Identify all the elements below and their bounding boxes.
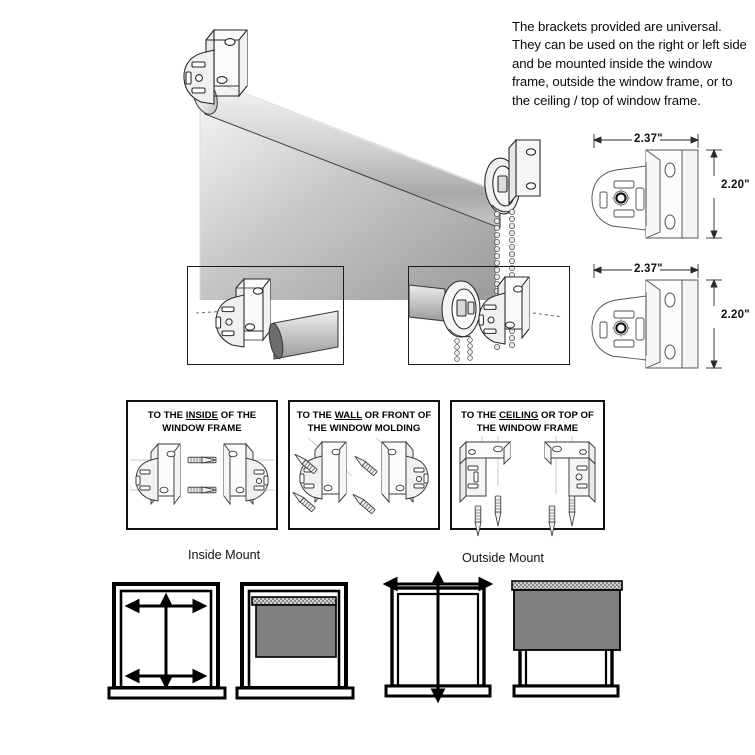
mount-panel-ceiling-title: TO THE CEILING OR TOP OF THE WINDOW FRAM…: [452, 409, 603, 435]
title-line2: WINDOW FRAME: [162, 423, 242, 434]
title-suffix: OF THE: [218, 410, 257, 421]
title-prefix: TO THE: [461, 410, 500, 421]
inside-mount-installed-diagram: [235, 578, 356, 703]
mount-panel-inside-title: TO THE INSIDE OF THE WINDOW FRAME: [128, 409, 276, 435]
bracket-width-label-bottom: 2.37": [634, 263, 663, 275]
bracket-width-label-top: 2.37": [634, 133, 663, 145]
bracket-height-label-bottom: 2.20": [721, 309, 750, 321]
outside-mount-measure-diagram: [378, 570, 498, 704]
inside-mount-label: Inside Mount: [188, 548, 261, 562]
screw-icon: [187, 456, 217, 494]
screw-icon: [474, 495, 576, 537]
title-prefix: TO THE: [147, 410, 186, 421]
outside-mount-label: Outside Mount: [462, 551, 544, 565]
title-line2: THE WINDOW MOLDING: [307, 423, 421, 434]
mount-panel-wall: TO THE WALL OR FRONT OF THE WINDOW MOLDI…: [288, 400, 440, 530]
bracket-height-label-top: 2.20": [721, 179, 750, 191]
detail-callout-idler-end: [187, 266, 344, 365]
mount-panel-ceiling-art: [452, 434, 603, 537]
title-suffix: OR FRONT OF: [361, 410, 432, 421]
mount-panel-inside-art: [128, 434, 276, 526]
title-keyword: INSIDE: [185, 410, 219, 421]
left-bracket: [183, 28, 248, 105]
title-line2: THE WINDOW FRAME: [476, 423, 579, 434]
bracket-dimension-drawing-bottom: 2.37" 2.20": [588, 256, 755, 378]
title-keyword: WALL: [334, 410, 362, 421]
title-suffix: OR TOP OF: [538, 410, 594, 421]
inside-mount-measure-diagram: [107, 578, 228, 703]
right-bracket-clutch: [484, 138, 541, 215]
mount-panel-inside: TO THE INSIDE OF THE WINDOW FRAME: [126, 400, 278, 530]
tube-end: [268, 310, 339, 360]
intro-paragraph: The brackets provided are universal. The…: [512, 19, 747, 108]
screw-icon: [292, 453, 378, 514]
title-keyword: CEILING: [499, 410, 539, 421]
mount-panel-ceiling: TO THE CEILING OR TOP OF THE WINDOW FRAM…: [450, 400, 605, 537]
title-prefix: TO THE: [296, 410, 335, 421]
outside-mount-installed-diagram: [506, 570, 628, 703]
mount-panel-wall-title: TO THE WALL OR FRONT OF THE WINDOW MOLDI…: [290, 409, 438, 435]
mount-panel-wall-art: [290, 434, 438, 526]
detail-callout-clutch-end: [408, 266, 570, 365]
bracket-dimension-drawing-top: 2.37" 2.20": [588, 126, 755, 248]
